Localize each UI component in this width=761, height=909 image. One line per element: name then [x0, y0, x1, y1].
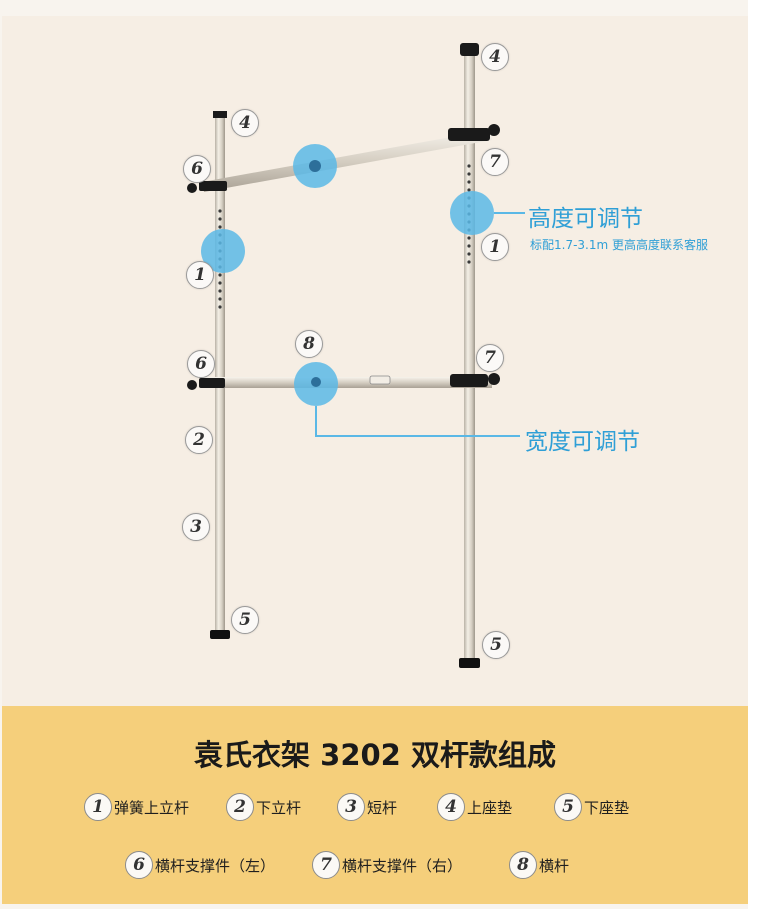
legend-num: 5 [554, 793, 582, 821]
legend-label: 横杆支撑件（左） [155, 856, 276, 875]
label-8-crossbar: 8 [295, 330, 323, 358]
legend-num: 6 [125, 851, 153, 879]
legend-title: 袁氏衣架 3202 双杆款组成 [194, 738, 556, 772]
label-5-left-bottom: 5 [231, 606, 259, 634]
upper-right-bracket [448, 128, 490, 141]
components-legend: 袁氏衣架 3202 双杆款组成 1 弹簧上立杆 2 下立杆 3 短杆 4 上座垫… [2, 706, 748, 904]
legend-label: 下座垫 [584, 798, 630, 817]
legend-label: 弹簧上立杆 [114, 798, 190, 817]
label-7-right-upper: 7 [481, 148, 509, 176]
right-bottom-pad [459, 658, 480, 668]
label-4-left-top: 4 [231, 109, 259, 137]
clothes-rack-illustration [187, 43, 525, 668]
product-photo-area: 4 6 1 6 2 3 5 8 4 7 1 7 5 高度可调节 标配1.7-3.… [2, 16, 748, 706]
adjust-highlight-right-pole [450, 191, 494, 235]
legend-num: 4 [437, 793, 465, 821]
adjust-highlight-left-pole [201, 229, 245, 273]
right-margin [748, 0, 761, 909]
lower-left-bracket [199, 378, 225, 388]
height-adjust-label: 高度可调节 [528, 206, 643, 232]
legend-item-7: 7 横杆支撑件（右） [312, 851, 462, 879]
lower-crossbar [202, 377, 492, 388]
right-top-cap [460, 43, 479, 56]
label-4-right-top: 4 [481, 43, 509, 71]
legend-num: 3 [337, 793, 365, 821]
right-pole [464, 56, 475, 666]
height-range-note: 标配1.7-3.1m 更高高度联系客服 [530, 238, 709, 252]
legend-label: 上座垫 [467, 798, 513, 817]
legend-item-3: 3 短杆 [337, 793, 397, 821]
label-6-left-lower: 6 [187, 350, 215, 378]
legend-num: 7 [312, 851, 340, 879]
legend-label: 短杆 [367, 798, 398, 817]
legend-item-5: 5 下座垫 [554, 793, 629, 821]
label-3-left: 3 [182, 513, 210, 541]
label-6-left-upper: 6 [183, 155, 211, 183]
width-callout-line [315, 406, 520, 437]
legend-item-6: 6 横杆支撑件（左） [125, 851, 275, 879]
upper-crossbar [202, 130, 492, 192]
label-1-left: 1 [186, 261, 214, 289]
bar-joint-lower [311, 377, 321, 387]
legend-item-1: 1 弹簧上立杆 [84, 793, 189, 821]
lower-left-knob [187, 380, 197, 390]
legend-num: 2 [226, 793, 254, 821]
label-5-right-bottom: 5 [482, 631, 510, 659]
upper-left-knob [187, 183, 197, 193]
left-bottom-pad [210, 630, 230, 639]
lower-right-bracket [450, 374, 488, 387]
legend-label: 下立杆 [256, 798, 302, 817]
legend-label: 横杆 [539, 856, 570, 875]
legend-num: 1 [84, 793, 112, 821]
upper-right-knob [488, 124, 500, 136]
width-adjust-label: 宽度可调节 [525, 429, 640, 455]
lower-center-clip [369, 375, 391, 385]
label-7-right-lower: 7 [476, 344, 504, 372]
lower-right-knob [488, 373, 500, 385]
bar-joint-upper [309, 160, 321, 172]
legend-label: 横杆支撑件（右） [342, 856, 463, 875]
legend-item-4: 4 上座垫 [437, 793, 512, 821]
legend-item-2: 2 下立杆 [226, 793, 301, 821]
left-top-cap [213, 111, 227, 118]
label-1-right: 1 [481, 233, 509, 261]
legend-item-8: 8 横杆 [509, 851, 569, 879]
label-2-left: 2 [185, 426, 213, 454]
legend-num: 8 [509, 851, 537, 879]
upper-left-bracket [199, 181, 227, 191]
